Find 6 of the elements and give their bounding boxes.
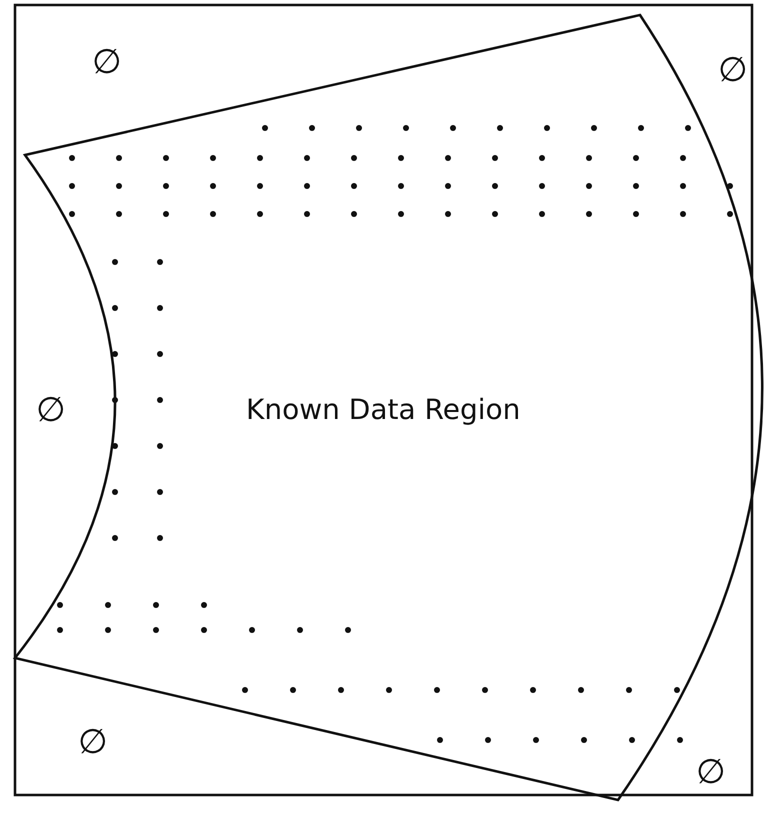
empty-set-symbol: ∅ [696, 752, 726, 792]
empty-set-symbol: ∅ [718, 50, 748, 90]
empty-set-symbol: ∅ [92, 42, 122, 82]
empty-set-symbol: ∅ [36, 390, 66, 430]
region-label: Known Data Region [246, 393, 520, 426]
empty-set-symbol: ∅ [78, 722, 108, 762]
